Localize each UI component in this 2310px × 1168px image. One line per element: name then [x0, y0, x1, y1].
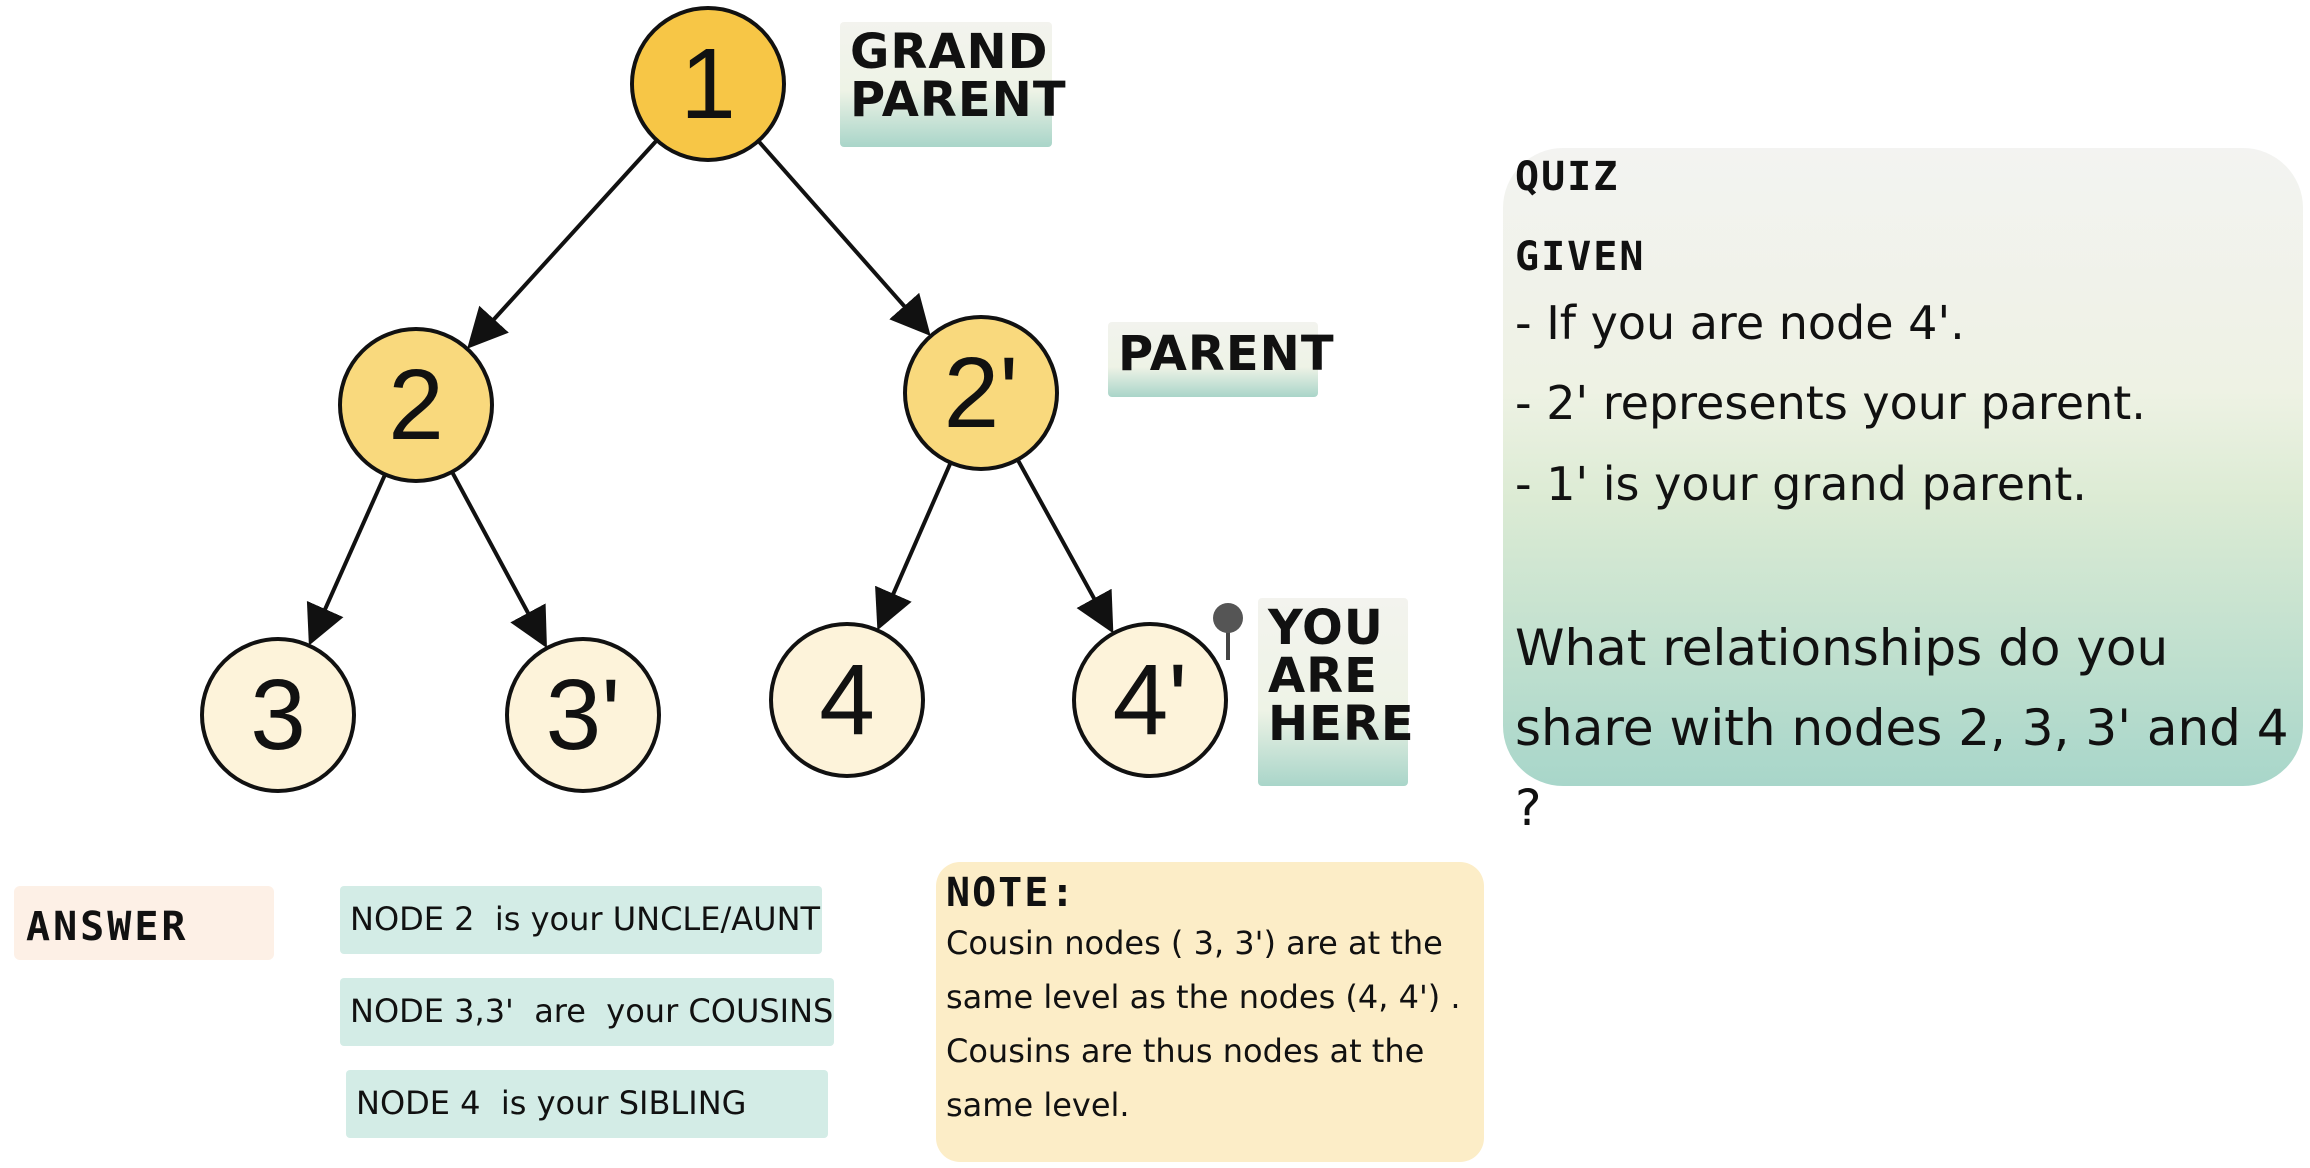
tree-node-label: 2	[388, 349, 444, 461]
tree-edge-2-to-3p	[450, 470, 547, 649]
tree-node-4: 4	[769, 622, 925, 778]
tree-node-label: 2'	[944, 337, 1019, 449]
tree-edge-1-to-2	[467, 138, 659, 349]
tree-node-circle	[505, 637, 661, 793]
tree-node-circle	[200, 637, 356, 793]
quiz-given-line: - 1' is your grand parent.	[1515, 457, 2087, 511]
answer-item: NODE 4 is your SIBLING	[346, 1070, 828, 1138]
grand-parent-tag: GRAND PARENT	[840, 22, 1067, 147]
parent-tag: PARENT	[1108, 322, 1335, 397]
note-body: Cousin nodes ( 3, 3') are at the same le…	[946, 924, 1461, 1124]
grand-parent-tag-line: GRAND	[850, 24, 1049, 80]
tree-node-circle	[338, 327, 494, 483]
answer-item: NODE 3,3' are your COUSINS	[340, 978, 834, 1046]
quiz-given-line: - If you are node 4'.	[1515, 296, 1965, 350]
tree-node-circle	[903, 315, 1059, 471]
tree-edge-2-to-3	[306, 473, 387, 646]
location-pin-icon	[1213, 603, 1243, 660]
tree-edge-2p-to-4p	[1015, 458, 1114, 634]
you-are-here-line: YOU	[1268, 600, 1384, 656]
tree-node-3: 3	[200, 637, 356, 793]
tree-node-1: 1	[630, 6, 786, 162]
tree-node-circle	[1072, 622, 1228, 778]
tree-node-label: 4'	[1113, 644, 1188, 756]
tree-node-3p: 3'	[505, 637, 661, 793]
you-are-here-line: ARE	[1268, 648, 1378, 704]
tree-node-circle	[769, 622, 925, 778]
answer-item: NODE 2 is your UNCLE/AUNT	[340, 886, 822, 954]
tree-node-2p: 2'	[903, 315, 1059, 471]
grand-parent-tag-line: PARENT	[850, 72, 1067, 128]
note-title: NOTE:	[946, 870, 1077, 916]
tree-edge-2p-to-4	[875, 461, 953, 631]
quiz-title: QUIZ	[1515, 154, 1620, 200]
quiz-given-heading: GIVEN	[1515, 234, 1646, 280]
tree-edge-1-to-2p	[756, 139, 931, 337]
tree-node-label: 3'	[546, 659, 621, 771]
tree-node-4p: 4'	[1072, 622, 1228, 778]
quiz-question: What relationships do you share with nod…	[1515, 619, 2289, 837]
quiz-panel: QUIZ GIVEN - If you are node 4'. - 2' re…	[1503, 148, 2303, 837]
tree-node-2: 2	[338, 327, 494, 483]
you-are-here-line: HERE	[1268, 696, 1415, 752]
you-are-here-tag: YOU ARE HERE	[1258, 598, 1415, 786]
parent-tag-label: PARENT	[1118, 326, 1335, 382]
tree-node-label: 1	[680, 28, 736, 140]
tree-nodes: 1 2 2' 3 3' 4 4'	[200, 6, 1228, 793]
note-panel: NOTE: Cousin nodes ( 3, 3') are at the s…	[936, 862, 1484, 1162]
quiz-given-line: - 2' represents your parent.	[1515, 376, 2146, 430]
tree-node-label: 3	[250, 659, 306, 771]
tree-node-circle	[630, 6, 786, 162]
tree-edges	[306, 138, 1114, 649]
tree-node-label: 4	[819, 644, 875, 756]
answer-label: ANSWER	[14, 886, 274, 960]
